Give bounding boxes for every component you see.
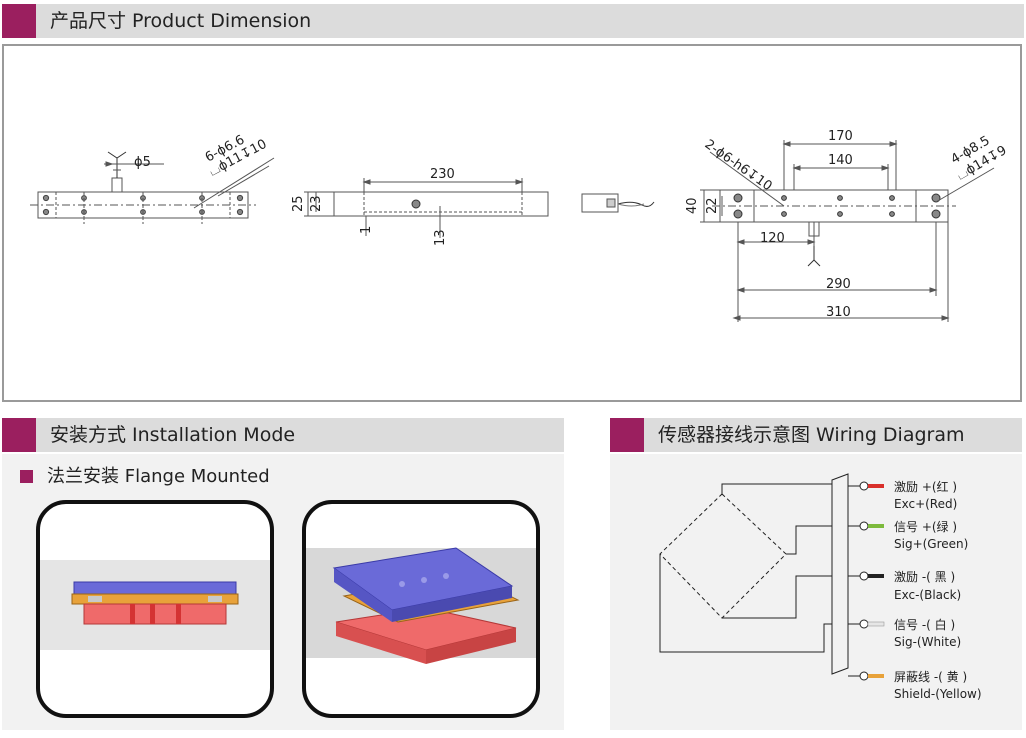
side-view-body [333, 191, 549, 217]
wiring-diagram: 激励 +(红 ) Exc+(Red) 信号 +(绿 ) Sig+(Green) … [659, 473, 982, 701]
dim-cable-diameter: ϕ5 [134, 155, 151, 170]
wire-sig-minus-cn: 信号 -( 白 ) [894, 617, 955, 632]
product-dimension-title: 产品尺寸 Product Dimension [50, 10, 312, 32]
installation-header: 安装方式 Installation Mode [2, 418, 564, 452]
wiring-title: 传感器接线示意图 Wiring Diagram [658, 424, 965, 446]
wire-exc-minus-cn: 激励 -( 黑 ) [894, 570, 955, 584]
dim-290: 290 [826, 277, 851, 292]
dim-40: 40 [685, 197, 700, 214]
dim-230: 230 [430, 167, 455, 182]
installation-subtitle: 法兰安装 Flange Mounted [20, 462, 270, 488]
flange-mount-side-view [36, 500, 274, 718]
installation-title: 安装方式 Installation Mode [50, 424, 296, 446]
dim-25: 25 [291, 195, 306, 212]
dim-120: 120 [760, 231, 785, 246]
header-accent-square [610, 418, 644, 452]
wiring-panel: 激励 +(红 ) Exc+(Red) 信号 +(绿 ) Sig+(Green) … [610, 454, 1022, 730]
installation-subtitle-text: 法兰安装 Flange Mounted [47, 466, 270, 487]
header-accent-square [2, 418, 36, 452]
wire-sig-minus-en: Sig-(White) [894, 635, 961, 649]
wire-sig-plus-en: Sig+(Green) [894, 537, 968, 551]
flange-mount-iso-view [302, 500, 540, 718]
flange-iso-illustration [306, 547, 536, 664]
dim-310: 310 [826, 305, 851, 320]
wire-exc-plus-en: Exc+(Red) [894, 497, 957, 511]
bullet-square [20, 470, 33, 483]
dim-1: 1 [359, 226, 374, 234]
dim-140: 140 [828, 153, 853, 168]
dim-13: 13 [433, 229, 448, 246]
dimension-drawing-panel: ϕ5 6-ϕ6.6 ⌴ϕ11↧10 230 25 23 1 13 2-ϕ6-h6… [2, 44, 1022, 402]
wire-shield-cn: 屏蔽线 -( 黄 ) [894, 670, 967, 684]
flange-side-illustration [40, 560, 270, 650]
dim-23: 23 [309, 195, 324, 212]
terminal-markers [859, 481, 885, 681]
dim-170: 170 [828, 129, 853, 144]
product-dimension-header: 产品尺寸 Product Dimension [2, 4, 1024, 38]
wire-exc-minus-en: Exc-(Black) [894, 588, 961, 602]
bridge-diamond [659, 493, 787, 619]
dim-22: 22 [705, 197, 720, 214]
connector-block [581, 193, 619, 213]
wire-shield-en: Shield-(Yellow) [894, 687, 982, 701]
wiring-header: 传感器接线示意图 Wiring Diagram [610, 418, 1022, 452]
header-accent-square [2, 4, 36, 38]
wire-exc-plus-cn: 激励 +(红 ) [894, 479, 957, 494]
wire-sig-plus-cn: 信号 +(绿 ) [894, 519, 957, 534]
dim-holes-right: 2-ϕ6-h6↧10 [702, 137, 775, 194]
dimension-drawing: ϕ5 6-ϕ6.6 ⌴ϕ11↧10 230 25 23 1 13 2-ϕ6-h6… [30, 129, 1009, 322]
terminal-bar [831, 473, 849, 675]
